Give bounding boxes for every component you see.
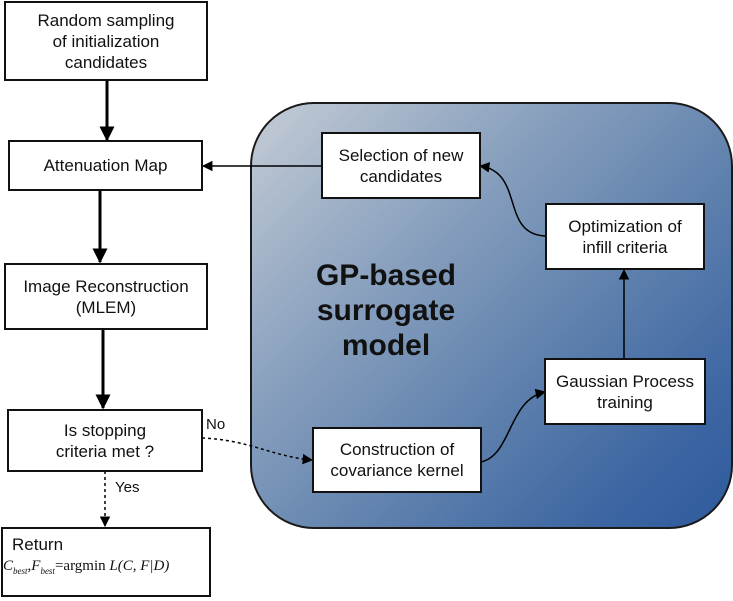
return-label: Return [12,535,64,554]
formula-c-sub: best [13,566,28,576]
yes-label: Yes [115,479,140,496]
covariance-kernel-box: Construction of covariance kernel [312,427,482,493]
no-label: No [206,416,226,433]
stopping-criteria-label: Is stopping criteria met ? [55,420,155,461]
return-formula: Cbest,Fbest=argmin L(C, F|D) [3,558,169,576]
arrow-no-to-covariance [201,437,314,465]
optimization-infill-box: Optimization of infill criteria [545,203,705,270]
formula-expr: L(C, F|D) [109,558,170,574]
formula-c: C [3,558,14,574]
gaussian-process-label: Gaussian Process training [556,371,694,412]
return-box [1,527,211,597]
selection-candidates-label: Selection of new candidates [338,145,464,186]
attenuation-map-label: Attenuation Map [43,156,168,175]
random-sampling-box: Random sampling of initialization candid… [4,1,208,81]
optimization-infill-label: Optimization of infill criteria [568,216,682,257]
attenuation-map-box: Attenuation Map [8,140,203,191]
formula-f-sub: best [40,566,55,576]
stopping-criteria-box: Is stopping criteria met ? [7,409,203,472]
formula-op: argmin [63,558,106,574]
gp-panel-label: GP-based surrogate model [315,259,457,362]
image-reconstruction-box: Image Reconstruction (MLEM) [4,263,208,330]
arrow-covariance-to-gaussian [480,388,547,463]
selection-candidates-box: Selection of new candidates [321,132,481,199]
formula-f: F [31,558,41,574]
covariance-kernel-label: Construction of covariance kernel [330,440,464,480]
formula-sep: , [27,558,32,574]
random-sampling-label: Random sampling of initialization candid… [37,10,175,72]
formula-eq: = [54,558,64,574]
arrow-optimization-to-selection [478,162,547,237]
gaussian-process-box: Gaussian Process training [544,358,706,425]
image-reconstruction-label: Image Reconstruction (MLEM) [23,276,189,317]
